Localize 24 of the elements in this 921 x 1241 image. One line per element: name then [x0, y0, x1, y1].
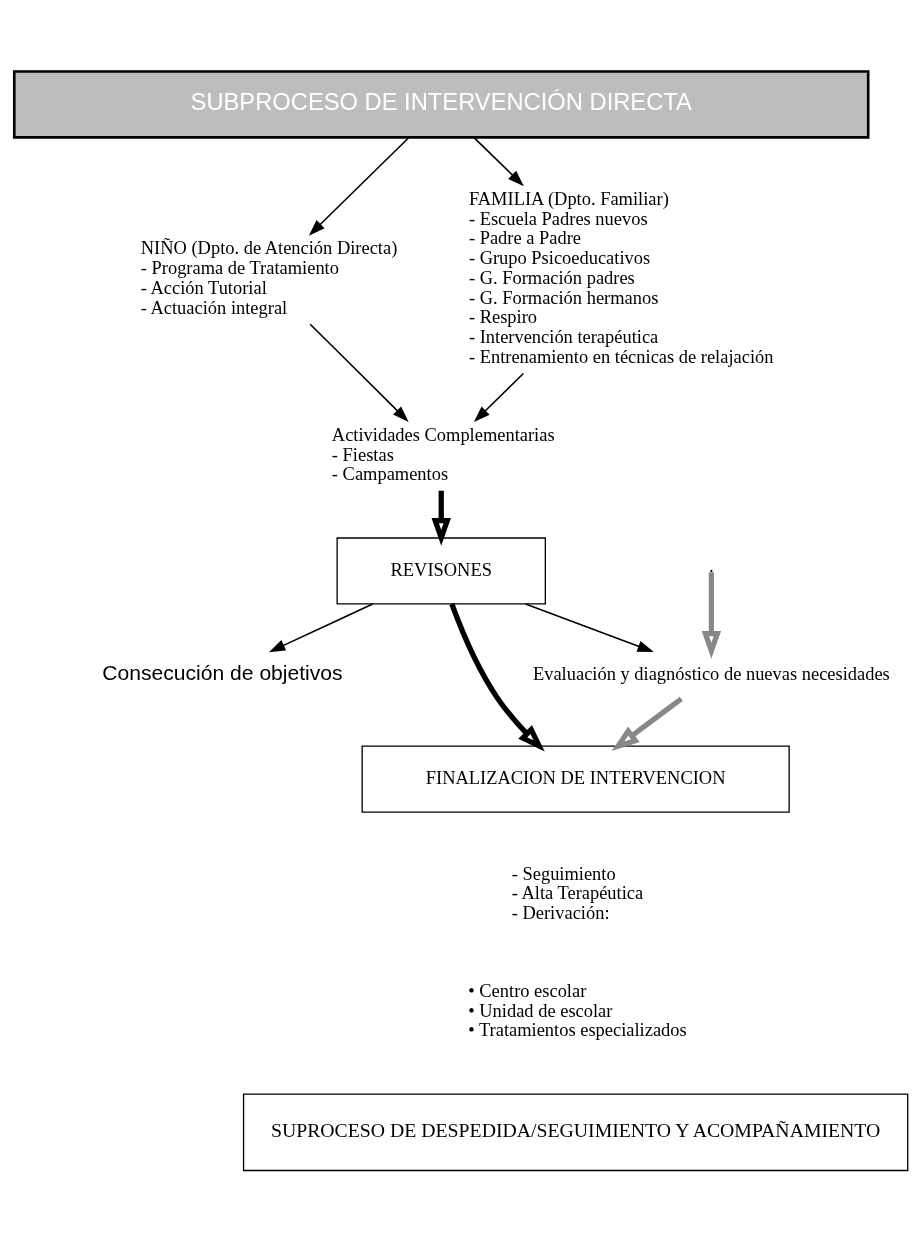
arrow [473, 372, 524, 422]
label: • Unidad de escolar [467, 1000, 612, 1021]
node-box: FINALIZACION DE INTERVENCION [361, 745, 790, 813]
node-text: Consecución de objetivos [101, 660, 343, 684]
arrow [448, 602, 545, 752]
arrow [268, 602, 373, 652]
node-text: Actividades Complementarias - Fiestas - Campamentos [331, 424, 555, 484]
node-box: SUBPROCESO DE INTERVENCIÓN DIRECTA [12, 69, 870, 139]
node-box: SUPROCESO DE DESPEDIDA/SEGUIMIENTO Y ACOMPAÑAMIENTO [242, 1092, 908, 1171]
node-text: Evaluación y diagnóstico de nuevas necesidades [532, 663, 890, 684]
node-label: - Seguimiento [511, 863, 616, 884]
node-text: NIÑO (Dpto. de Atención Directa) - Programa de Tratamiento - Acción Tutorial - Actuación integral [140, 237, 397, 318]
arrow [431, 490, 451, 546]
arrow [701, 571, 721, 659]
arrow [472, 136, 524, 186]
label: • Tratamientos especializados [467, 1019, 687, 1040]
arrow [611, 696, 683, 751]
node-box: REVISONES [335, 536, 546, 605]
node-label: - Derivación: [511, 902, 610, 923]
arrow [308, 322, 409, 422]
label: • Centro escolar [467, 980, 586, 1001]
arrow [308, 136, 409, 236]
node-text: FAMILIA (Dpto. Familiar) - Escuela Padres nuevos - Padre a Padre - Grupo Psicoeducativos - G. Formación padres - G. Formación hermanos - Respiro - Intervención terapéutica - Entrenamiento en técnicas de relajación [468, 188, 773, 367]
arrow [524, 602, 654, 652]
